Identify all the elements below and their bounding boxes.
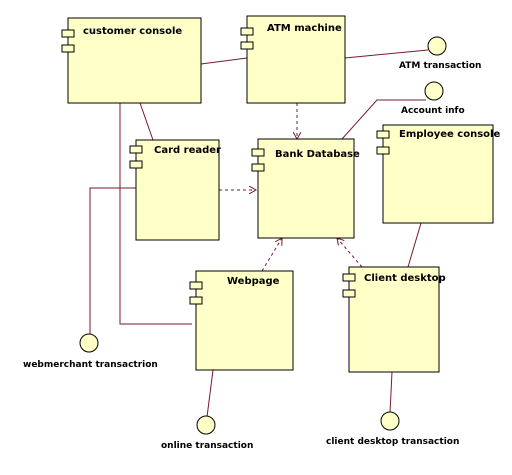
component-label: Client desktop xyxy=(364,273,446,284)
component-card-reader[interactable]: Card reader xyxy=(129,139,221,241)
interface-label: online transaction xyxy=(161,441,253,451)
component-customer-console[interactable]: customer console xyxy=(61,17,202,104)
edge-atm-machine-atm-transaction xyxy=(344,49,429,59)
component-employee-console[interactable]: Employee console xyxy=(376,124,500,224)
interface-client-desktop-transaction[interactable]: client desktop transaction xyxy=(326,411,459,447)
interface-label: client desktop transaction xyxy=(326,437,459,447)
edge-employee-console-client-desktop xyxy=(407,222,422,268)
interface-label: Account info xyxy=(401,106,465,116)
component-label: ATM machine xyxy=(267,23,342,34)
component-label: Bank Database xyxy=(275,149,360,160)
edge-bank-database-account-info xyxy=(341,99,426,140)
edge-client-desktop-bank-database xyxy=(337,238,363,268)
interface-online-transaction[interactable]: online transaction xyxy=(161,415,253,451)
interface-atm-transaction[interactable]: ATM transaction xyxy=(399,36,481,71)
edge-webpage-bank-database xyxy=(261,238,282,272)
component-atm-machine[interactable]: ATM machine xyxy=(240,15,346,104)
interface-account-info[interactable]: Account info xyxy=(401,81,465,116)
component-label: Employee console xyxy=(399,129,500,140)
component-webpage[interactable]: Webpage xyxy=(189,270,294,371)
edge-card-reader-webmerchant xyxy=(89,187,136,335)
edge-client-desktop-transaction xyxy=(389,371,393,414)
interface-label: ATM transaction xyxy=(399,61,481,71)
component-label: customer console xyxy=(83,26,182,37)
interface-label: webmerchant transactrion xyxy=(23,360,158,370)
edge-webpage-online-transaction xyxy=(206,369,214,418)
component-client-desktop[interactable]: Client desktop xyxy=(342,266,446,373)
component-label: Card reader xyxy=(154,145,221,156)
edge-customer-console-webpage xyxy=(119,103,192,325)
component-bank-database[interactable]: Bank Database xyxy=(251,138,360,239)
component-label: Webpage xyxy=(227,276,280,287)
interface-webmerchant-transaction[interactable]: webmerchant transactrion xyxy=(23,333,158,370)
connectors xyxy=(89,49,429,418)
edge-customer-console-atm-machine xyxy=(200,57,248,65)
edge-customer-console-card-reader xyxy=(139,102,154,141)
